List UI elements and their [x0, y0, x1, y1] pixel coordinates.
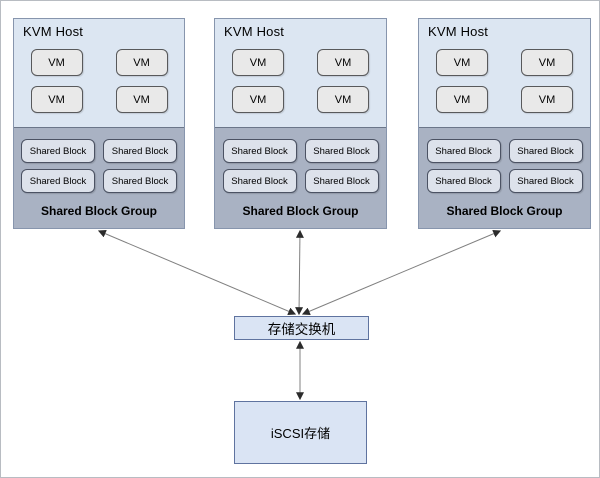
shared-block-box: Shared Block: [21, 169, 95, 193]
kvm-host-1-vm-area: KVM Host VM VM VM VM: [14, 19, 184, 127]
vm-box: VM: [232, 86, 284, 113]
kvm-host-1-shared-block-group: Shared Block Shared Block Shared Block S…: [14, 127, 184, 228]
shared-block-box: Shared Block: [426, 169, 501, 193]
connector-host1-switch: [97, 229, 297, 316]
kvm-host-2: KVM Host VM VM VM VM Shared Block Shared…: [214, 18, 387, 229]
kvm-host-1-title: KVM Host: [23, 24, 84, 39]
shared-block-box: Shared Block: [304, 169, 379, 193]
shared-block-box: Shared Block: [508, 169, 583, 193]
connector-host3-switch: [301, 229, 502, 316]
kvm-host-3-shared-block-group: Shared Block Shared Block Shared Block S…: [419, 127, 590, 228]
kvm-host-3-vm-area: KVM Host VM VM VM VM: [419, 19, 590, 127]
kvm-host-1: KVM Host VM VM VM VM Shared Block Shared…: [13, 18, 185, 229]
kvm-host-1-vm-grid: VM VM VM VM: [14, 49, 184, 113]
kvm-host-2-shared-block-grid: Shared Block Shared Block Shared Block S…: [222, 139, 379, 193]
vm-box: VM: [317, 86, 369, 113]
shared-block-box: Shared Block: [304, 139, 379, 163]
shared-block-box: Shared Block: [21, 139, 95, 163]
shared-block-group-label: Shared Block Group: [446, 204, 563, 218]
shared-block-box: Shared Block: [222, 139, 297, 163]
shared-block-box: Shared Block: [426, 139, 501, 163]
kvm-host-2-vm-area: KVM Host VM VM VM VM: [215, 19, 386, 127]
vm-box: VM: [30, 86, 83, 113]
vm-box: VM: [115, 49, 168, 76]
kvm-host-3-title: KVM Host: [428, 24, 489, 39]
vm-box: VM: [232, 49, 284, 76]
vm-box: VM: [521, 86, 573, 113]
shared-block-box: Shared Block: [103, 139, 177, 163]
kvm-host-2-vm-grid: VM VM VM VM: [215, 49, 386, 113]
shared-block-box: Shared Block: [222, 169, 297, 193]
vm-box: VM: [115, 86, 168, 113]
vm-box: VM: [436, 49, 488, 76]
kvm-host-3-shared-block-grid: Shared Block Shared Block Shared Block S…: [426, 139, 583, 193]
kvm-host-1-shared-block-grid: Shared Block Shared Block Shared Block S…: [21, 139, 177, 193]
shared-block-group-label: Shared Block Group: [40, 204, 158, 218]
kvm-host-2-title: KVM Host: [224, 24, 285, 39]
connector-host2-switch: [295, 229, 304, 316]
vm-box: VM: [521, 49, 573, 76]
kvm-host-3: KVM Host VM VM VM VM Shared Block Shared…: [418, 18, 591, 229]
vm-box: VM: [30, 49, 83, 76]
iscsi-storage-box: iSCSI存储: [234, 401, 367, 464]
shared-block-box: Shared Block: [508, 139, 583, 163]
shared-block-box: Shared Block: [103, 169, 177, 193]
kvm-host-2-shared-block-group: Shared Block Shared Block Shared Block S…: [215, 127, 386, 228]
shared-block-group-label: Shared Block Group: [242, 204, 359, 218]
kvm-host-3-vm-grid: VM VM VM VM: [419, 49, 590, 113]
vm-box: VM: [317, 49, 369, 76]
vm-box: VM: [436, 86, 488, 113]
storage-switch-box: 存储交换机: [234, 316, 369, 340]
